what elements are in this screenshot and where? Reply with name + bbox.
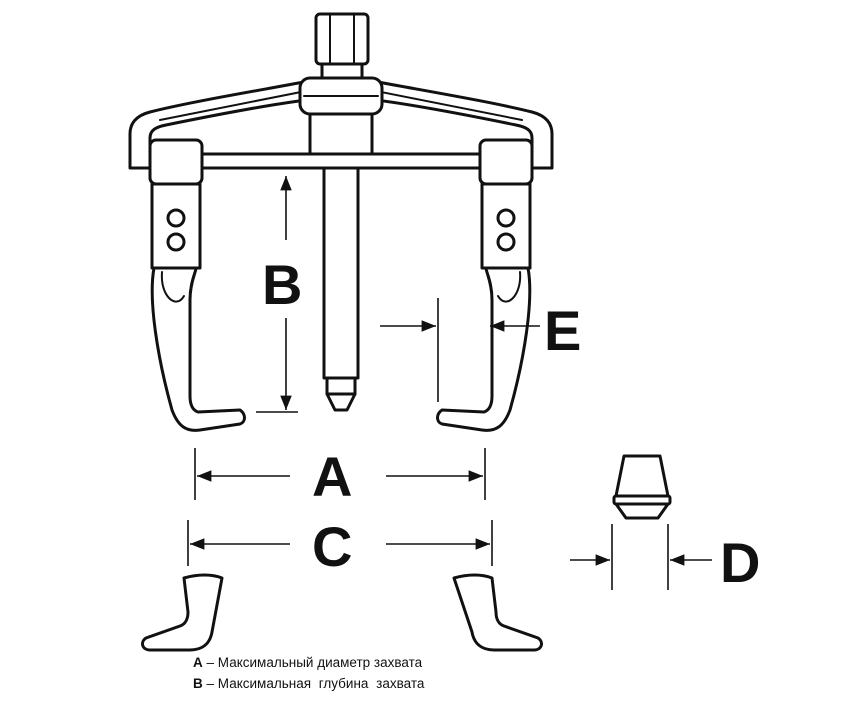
center-screw	[322, 166, 360, 412]
label-e: E	[544, 299, 581, 362]
legend-key: A	[193, 655, 203, 670]
label-a: A	[312, 445, 352, 508]
legend-item-a: A – Максимальный диаметр захвата	[193, 655, 422, 670]
legend-key: B	[193, 676, 203, 691]
horizontal-bar	[148, 152, 534, 170]
legend-text: Максимальная глубина захвата	[217, 676, 425, 691]
dimension-a	[194, 448, 486, 500]
legend-separator: –	[206, 655, 215, 670]
crossbar-arm-left	[128, 80, 308, 170]
hex-nut	[314, 12, 370, 80]
jaw-left	[148, 138, 246, 432]
dimension-d	[570, 524, 712, 590]
legend-text: Максимальный диаметр захвата	[217, 655, 423, 670]
center-hub	[298, 76, 384, 156]
dimension-e	[380, 298, 540, 402]
screw-tip-detail	[612, 454, 672, 520]
jaw-right	[436, 138, 534, 432]
legend-item-b: B – Максимальная глубина захвата	[193, 676, 424, 691]
dimension-b	[256, 176, 298, 413]
extension-jaw-left	[141, 573, 224, 652]
dimension-c	[187, 520, 493, 566]
label-c: C	[312, 515, 352, 578]
label-b: B	[262, 253, 302, 316]
legend-separator: –	[206, 676, 215, 691]
extension-jaw-right	[452, 573, 543, 652]
crossbar-arm-right	[374, 80, 554, 170]
label-d: D	[720, 531, 760, 594]
